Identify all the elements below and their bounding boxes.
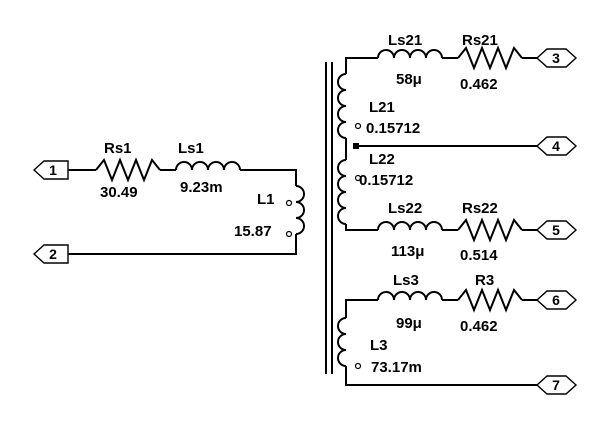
inductor-ls21	[377, 49, 443, 59]
inductor-ls3	[377, 291, 443, 301]
port-6-label: 6	[552, 292, 560, 308]
l22-phase-dot	[354, 174, 362, 182]
l1-name: L1	[257, 191, 275, 208]
port-2[interactable]: 2	[32, 244, 69, 264]
inductor-l22	[337, 159, 347, 225]
port-2-label: 2	[49, 246, 57, 262]
ls3-name: Ls3	[393, 272, 419, 289]
resistor-r3	[457, 287, 523, 313]
l3-name: L3	[370, 337, 388, 354]
port-7-label: 7	[552, 377, 560, 393]
inductor-l3	[337, 317, 347, 367]
port-1[interactable]: 1	[32, 160, 69, 180]
l22-name: L22	[369, 151, 395, 168]
wire-l3-top	[345, 299, 378, 318]
wire-ls1-l1	[240, 169, 297, 186]
ls22-value: 113μ	[391, 243, 424, 260]
rs21-name: Rs21	[462, 32, 498, 49]
primary-circuit: Rs1 30.49 Ls1 9.23m L1 15.87	[68, 140, 305, 255]
ls1-name: Ls1	[178, 140, 204, 157]
ls21-name: Ls21	[388, 32, 422, 49]
l1-phase-dot	[285, 230, 293, 238]
wire-l21-top	[345, 57, 362, 74]
transformer-core	[325, 62, 333, 374]
wire-l22-bottom	[345, 224, 362, 231]
port-5-label: 5	[552, 222, 560, 238]
port-5[interactable]: 5	[535, 220, 578, 240]
center-tap-junction	[353, 143, 359, 149]
port-6[interactable]: 6	[535, 290, 578, 310]
port-3[interactable]: 3	[535, 48, 578, 68]
inductor-ls22	[377, 221, 443, 231]
inductor-l21	[337, 73, 347, 139]
resistor-rs21	[457, 45, 523, 71]
secondary-circuit-2: Ls3 99μ R3 0.462 L3 73.17m	[337, 272, 537, 386]
l22-value: 0.15712	[359, 172, 413, 189]
l21-phase-dot	[354, 122, 362, 130]
port-1-label: 1	[49, 162, 57, 178]
l3-phase-dot	[354, 362, 362, 370]
port-4[interactable]: 4	[535, 136, 578, 156]
l3-value: 73.17m	[371, 359, 422, 376]
l1-value: 15.87	[234, 223, 272, 240]
rs21-value: 0.462	[460, 76, 498, 93]
secondary-circuit-1: Ls21 58μ Rs21 0.462 L21 0.15712 L22 0.15…	[337, 32, 537, 264]
ls3-value: 99μ	[396, 315, 422, 332]
resistor-rs22	[457, 217, 523, 243]
inductor-l1	[295, 185, 305, 235]
ls21-value: 58μ	[396, 71, 422, 88]
l21-value: 0.15712	[366, 120, 420, 137]
port-4-label: 4	[552, 138, 560, 154]
r3-name: R3	[475, 272, 494, 289]
inductor-ls1	[175, 161, 241, 171]
l1-phase-dot	[285, 199, 293, 207]
wire-port7	[345, 366, 537, 386]
rs22-value: 0.514	[460, 247, 498, 264]
l21-name: L21	[369, 99, 395, 116]
r3-value: 0.462	[460, 318, 498, 335]
port-7[interactable]: 7	[535, 375, 578, 395]
rs22-name: Rs22	[462, 200, 498, 217]
rs1-value: 30.49	[100, 184, 138, 201]
rs1-name: Rs1	[104, 140, 132, 157]
port-3-label: 3	[552, 50, 560, 66]
ls1-value: 9.23m	[180, 179, 223, 196]
ls22-name: Ls22	[388, 200, 422, 217]
wire-l1-port2	[68, 234, 297, 255]
resistor-rs1	[95, 157, 161, 183]
